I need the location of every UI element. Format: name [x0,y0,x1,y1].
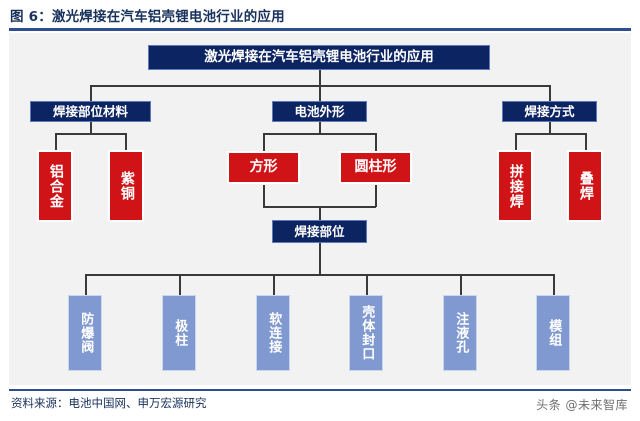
node-label: 模组 [546,319,562,347]
node-shape-cylindrical[interactable]: 圆柱形 [339,151,412,184]
node-part-flexible-connection[interactable]: 软连接 [256,295,290,371]
connector-shapes-drop-2 [375,133,377,151]
node-label: 拼接焊 [507,163,524,209]
node-label: 防爆阀 [78,312,94,354]
connector-parts-stem [319,243,321,275]
connector-parts-drop-5 [460,274,462,296]
node-material-aluminum-alloy[interactable]: 铝合金 [37,150,73,222]
watermark: 头条 @未来智库 [536,398,628,412]
node-part-electrolyte-filling-hole[interactable]: 注液孔 [443,295,477,371]
connector-methods-bus [515,133,586,135]
node-method-butt-welding[interactable]: 拼接焊 [497,150,533,222]
connector-weldarea-stem [319,206,321,220]
connector-materials-drop-1 [55,133,57,151]
node-label: 叠焊 [577,171,594,201]
node-shape-prismatic[interactable]: 方形 [227,151,300,184]
connector-weldarea-riser-1 [263,185,265,207]
connector-shapes-bus [263,133,376,135]
connector-parts-drop-6 [553,274,555,296]
node-part-explosion-proof-valve[interactable]: 防爆阀 [68,295,102,371]
diagram-canvas: 激光焊接在汽车铝壳锂电池行业的应用 焊接部位材料 电池外形 焊接方式 铝合金 紫… [9,33,631,385]
node-label: 极柱 [172,319,188,347]
connector-parts-drop-4 [366,274,368,296]
connector-parts-drop-3 [273,274,275,296]
node-label: 铝合金 [47,163,64,209]
connector-parts-drop-1 [85,274,87,296]
connector-methods-drop-1 [515,133,517,151]
connector-methods-drop-2 [585,133,587,151]
connector-shapes-stem [319,121,321,134]
connector-materials-bus [55,133,126,135]
node-label: 壳体封口 [359,305,375,361]
node-label: 紫铜 [118,171,135,201]
source-note: 资料来源：电池中国网、申万宏源研究 [11,396,207,410]
connector-parts-bus [85,274,554,276]
page-title: 图 6：激光焊接在汽车铝壳锂电池行业的应用 [10,9,285,25]
footer-divider [9,389,631,391]
connector-parts-drop-2 [179,274,181,296]
node-label: 注液孔 [453,312,469,354]
node-material-copper[interactable]: 紫铜 [108,150,144,222]
connector-methods-stem [549,121,551,134]
node-weld-area[interactable]: 焊接部位 [272,220,367,243]
node-battery-shape[interactable]: 电池外形 [272,101,367,122]
connector-weldarea-riser-2 [375,185,377,207]
node-welding-material[interactable]: 焊接部位材料 [30,101,151,122]
node-root[interactable]: 激光焊接在汽车铝壳锂电池行业的应用 [148,45,490,70]
connector-shapes-drop-1 [263,133,265,151]
header-divider [9,28,631,31]
connector-level2-drop-2 [319,85,321,101]
node-part-terminal-post[interactable]: 极柱 [162,295,196,371]
connector-level2-drop-1 [90,85,92,101]
connector-materials-stem [90,121,92,134]
figure-header: 图 6：激光焊接在汽车铝壳锂电池行业的应用 [0,0,640,31]
connector-root-stem [319,70,321,86]
node-label: 软连接 [266,312,282,354]
node-part-module[interactable]: 模组 [536,295,570,371]
node-welding-method[interactable]: 焊接方式 [502,101,597,122]
connector-level2-drop-3 [549,85,551,101]
node-method-lap-welding[interactable]: 叠焊 [567,150,603,222]
node-part-shell-sealing[interactable]: 壳体封口 [349,295,383,371]
connector-materials-drop-2 [125,133,127,151]
